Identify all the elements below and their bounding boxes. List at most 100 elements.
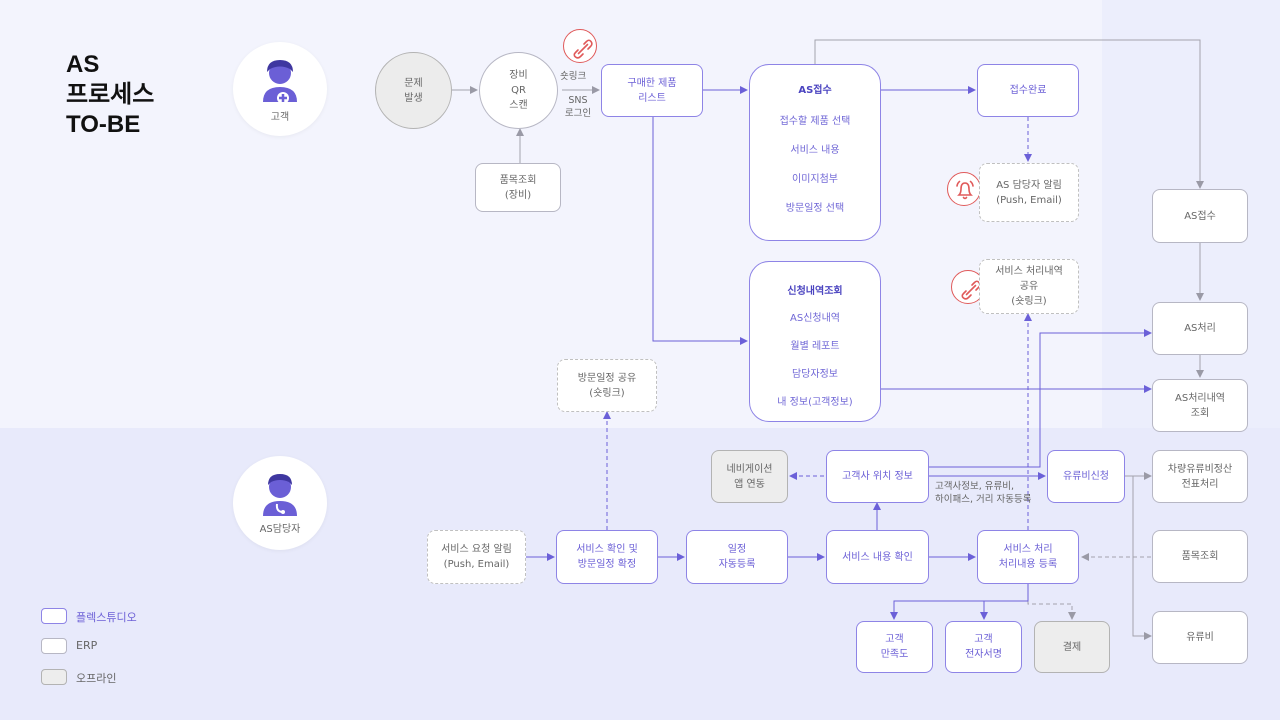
service-confirm-node[interactable]: 서비스 확인 및 방문일정 확정 [556, 530, 658, 584]
customer-avatar: 고객 [233, 42, 327, 136]
auto-register-line: 하이패스, 거리 자동등록 [935, 494, 1032, 505]
schedule-line: 일정 [727, 544, 747, 555]
as-request-header: AS접수 [798, 85, 832, 96]
shortlink-badge [563, 29, 597, 63]
scan-line: 장비 [509, 70, 528, 81]
arrow-fuel-erp [1132, 476, 1152, 640]
result-share-line: 서비스 처리내역 [995, 266, 1063, 277]
as-request-item[interactable]: 서비스 내용 [790, 145, 840, 156]
link-icon [573, 39, 593, 59]
service-process-line: 서비스 처리 [1003, 544, 1053, 555]
sns-login-line: SNS [568, 95, 588, 106]
manager-avatar: AS담당자 [233, 456, 327, 550]
product-lookup-line: (장비) [504, 189, 532, 201]
visit-share-line: (숏링크) [589, 387, 625, 399]
schedule-line: 자동등록 [718, 559, 756, 570]
fuel-settle-line: 차량유류비정산 [1167, 463, 1233, 475]
erp-as-process-node[interactable]: AS처리 [1152, 302, 1248, 355]
customer-avatar-icon [263, 60, 297, 104]
manager-alert-line: AS 담당자 알림 [996, 179, 1062, 191]
bell-icon [956, 180, 974, 200]
arrow-process-payment [1027, 601, 1076, 620]
erp-as-request-label: AS접수 [1184, 210, 1216, 222]
erp-fuel-node[interactable]: 유류비 [1152, 611, 1248, 664]
erp-item-lookup-node[interactable]: 품목조회 [1152, 530, 1248, 583]
location-node[interactable]: 고객사 위치 정보 [826, 450, 929, 503]
result-share-line: 공유 [1019, 281, 1039, 292]
content-check-node[interactable]: 서비스 내용 확인 [826, 530, 929, 584]
legend-label-erp: ERP [76, 639, 98, 652]
purchased-list-line: 리스트 [638, 92, 666, 104]
history-item[interactable]: 월별 레포트 [790, 341, 840, 352]
product-lookup-line: 품목조회 [499, 174, 537, 186]
scan-node[interactable]: 장비 QR 스캔 [479, 52, 558, 129]
fuel-request-label: 유류비신청 [1063, 471, 1109, 482]
issue-node[interactable]: 문제 발생 [375, 52, 452, 129]
history-item[interactable]: 내 정보(고객정보) [777, 397, 853, 408]
auto-register-line: 고객사정보, 유류비, [935, 481, 1014, 492]
sns-login-line: 로그인 [564, 108, 592, 119]
page-title: AS 프로세스 TO-BE [66, 51, 155, 138]
fuel-settle-node[interactable]: 차량유류비정산 전표처리 [1152, 450, 1248, 503]
satisfaction-line: 만족도 [880, 649, 909, 660]
sns-login-label: SNS 로그인 [563, 94, 593, 120]
payment-node[interactable]: 결제 [1034, 621, 1110, 673]
service-confirm-line: 방문일정 확정 [577, 559, 637, 570]
scan-line: QR [511, 85, 526, 96]
schedule-node[interactable]: 일정 자동등록 [686, 530, 788, 584]
fuel-request-node[interactable]: 유류비신청 [1047, 450, 1125, 503]
manager-alert-node[interactable]: AS 담당자 알림 (Push, Email) [979, 163, 1079, 222]
service-process-node[interactable]: 서비스 처리 처리내용 등록 [977, 530, 1079, 584]
visit-share-line: 방문일정 공유 [577, 372, 637, 384]
content-check-label: 서비스 내용 확인 [842, 551, 913, 563]
arrow-request-erp [814, 39, 1204, 189]
history-item[interactable]: AS신청내역 [790, 313, 840, 324]
navigation-line: 앱 연동 [734, 478, 765, 490]
navigation-node[interactable]: 네비게이션 앱 연동 [711, 450, 788, 503]
arrow-list-history [652, 117, 748, 345]
erp-fuel-label: 유류비 [1186, 632, 1214, 643]
legend-label-offline: 오프라인 [76, 672, 117, 685]
satisfaction-node[interactable]: 고객 만족도 [856, 621, 933, 673]
result-share-line: (숏링크) [1011, 296, 1047, 307]
alert-badge [947, 172, 981, 206]
service-alert-node[interactable]: 서비스 요청 알림 (Push, Email) [427, 530, 526, 584]
issue-line: 문제 [404, 77, 423, 89]
customer-role-label: 고객 [270, 112, 290, 123]
erp-as-process-label: AS처리 [1184, 323, 1216, 334]
legend-swatch-erp [41, 638, 67, 654]
signature-node[interactable]: 고객 전자서명 [945, 621, 1022, 673]
history-card[interactable]: 신청내역조회 AS신청내역 월별 레포트 담당자정보 내 정보(고객정보) [749, 261, 881, 422]
history-header: 신청내역조회 [787, 286, 843, 297]
legend-swatch-studio [41, 608, 67, 624]
fuel-settle-line: 전표처리 [1181, 478, 1219, 490]
manager-alert-line: (Push, Email) [996, 194, 1062, 206]
visit-share-node[interactable]: 방문일정 공유 (숏링크) [557, 359, 657, 412]
location-label: 고객사 위치 정보 [842, 471, 913, 482]
erp-as-history-node[interactable]: AS처리내역 조회 [1152, 379, 1248, 432]
purchased-list-line: 구매한 제품 [627, 77, 677, 89]
as-request-item[interactable]: 이미지첨부 [792, 174, 838, 185]
result-share-node[interactable]: 서비스 처리내역 공유 (숏링크) [979, 259, 1079, 314]
legend-label-studio: 플렉스튜디오 [76, 611, 137, 624]
payment-label: 결제 [1062, 641, 1082, 653]
product-lookup-node[interactable]: 품목조회 (장비) [475, 163, 561, 212]
legend-swatch-offline [41, 669, 67, 685]
as-request-item[interactable]: 접수할 제품 선택 [779, 116, 851, 127]
shortlink-label: 숏링크 [560, 71, 587, 82]
received-node[interactable]: 접수완료 [977, 64, 1079, 117]
erp-item-lookup-label: 품목조회 [1181, 551, 1219, 562]
history-item[interactable]: 담당자정보 [792, 369, 838, 380]
signature-line: 고객 [974, 634, 993, 645]
issue-line: 발생 [404, 92, 423, 104]
erp-as-history-line: AS처리내역 [1175, 392, 1225, 404]
erp-as-request-node[interactable]: AS접수 [1152, 189, 1248, 243]
as-request-card[interactable]: AS접수 접수할 제품 선택 서비스 내용 이미지첨부 방문일정 선택 [749, 64, 881, 241]
as-request-item[interactable]: 방문일정 선택 [785, 203, 845, 214]
purchased-list-node[interactable]: 구매한 제품 리스트 [601, 64, 703, 117]
manager-avatar-icon [263, 474, 297, 516]
service-process-line: 처리내용 등록 [998, 559, 1058, 570]
signature-line: 전자서명 [965, 649, 1002, 660]
manager-role-label: AS담당자 [259, 524, 301, 535]
navigation-line: 네비게이션 [726, 463, 773, 475]
